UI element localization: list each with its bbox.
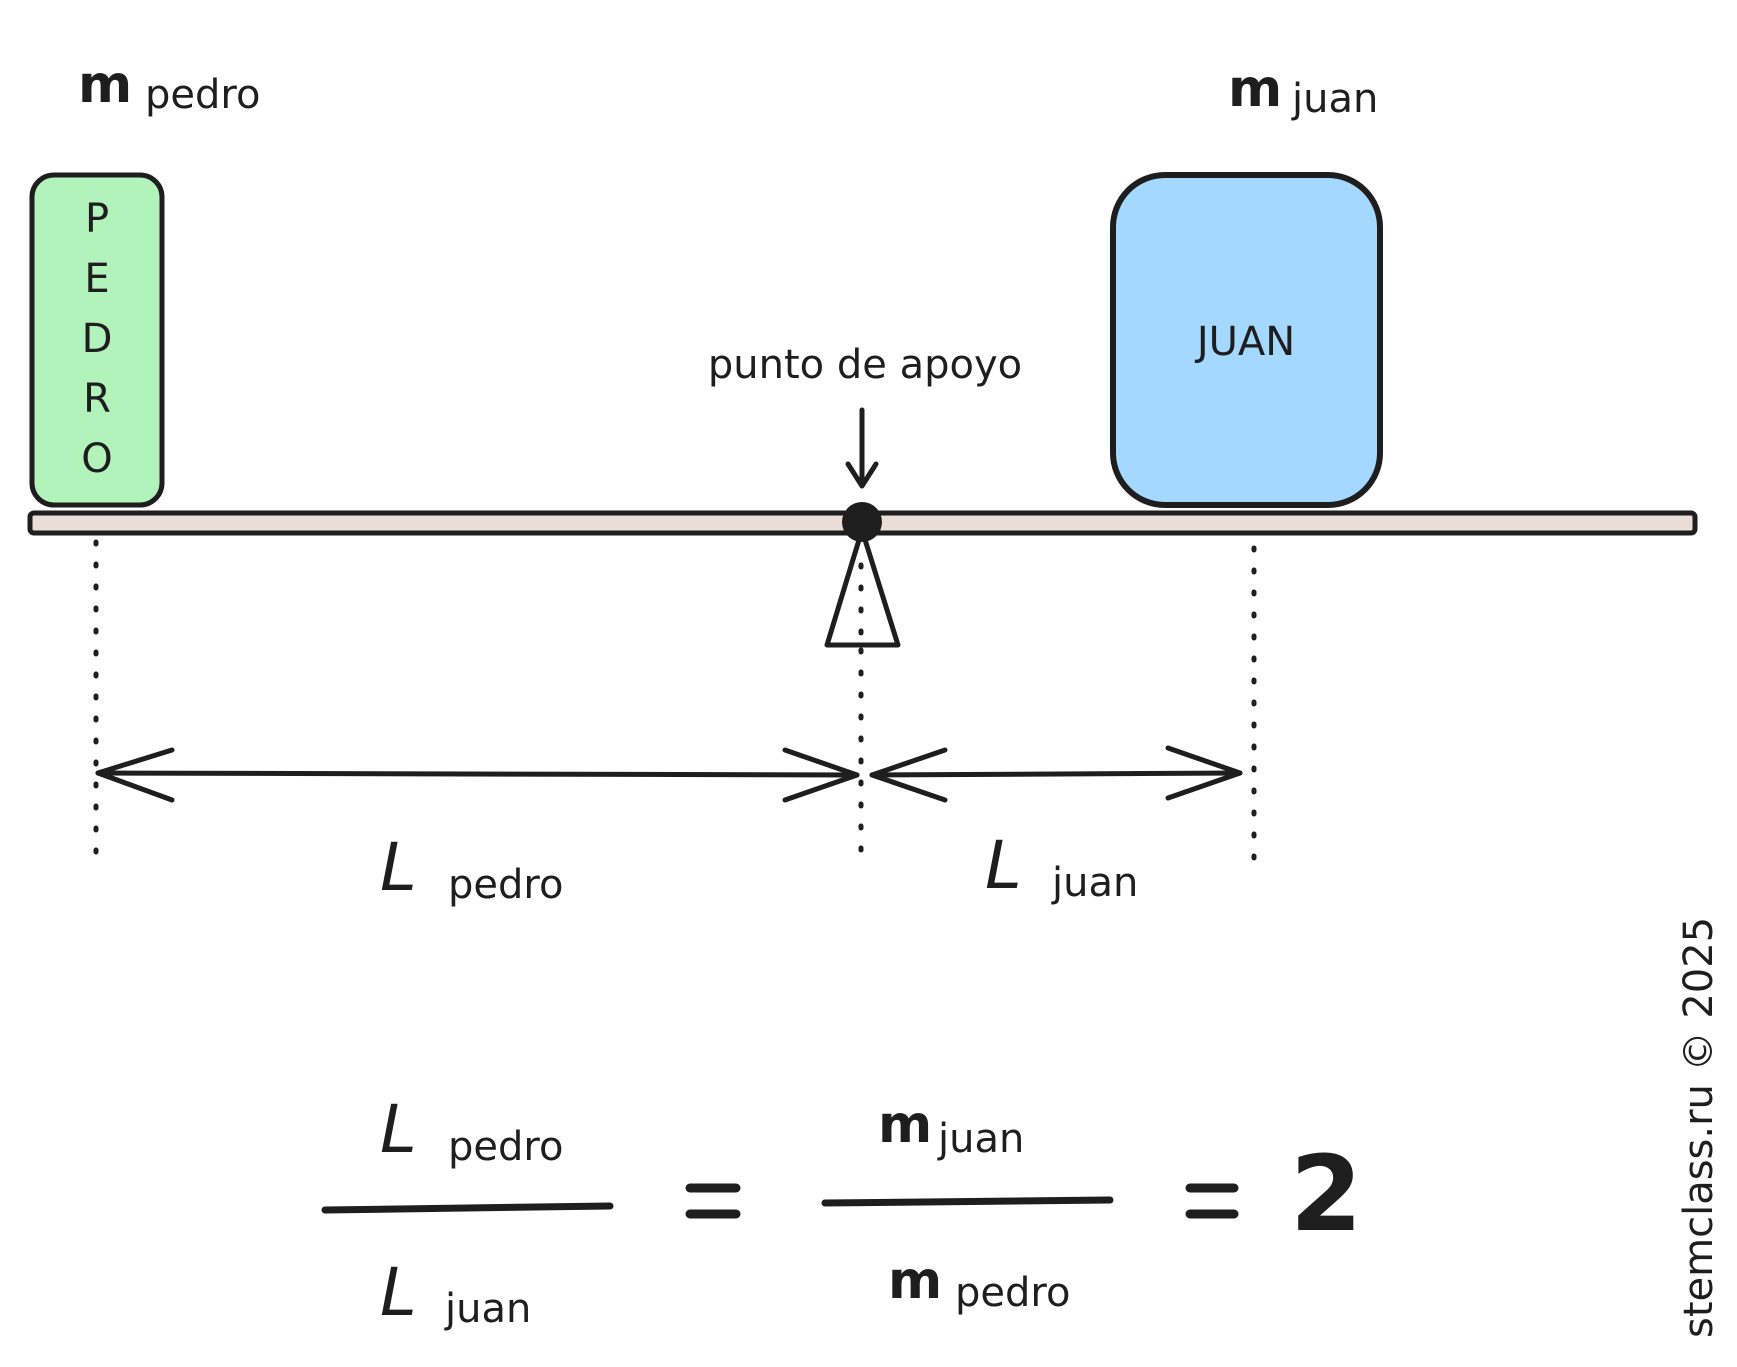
copyright-note: stemclass.ru © 2025 [1676,917,1722,1338]
m-symbol: m [878,1095,932,1155]
L-juan-label: L juan [985,827,1138,906]
juan-subscript: juan [1051,860,1138,906]
m-symbol: m [888,1251,942,1311]
L-symbol: L [985,827,1022,904]
ratio-value: 2 [1290,1133,1362,1255]
pedro-box: P E D R O [29,172,165,508]
equals-sign [1185,1183,1239,1219]
pedro-mass-label: m pedro [78,55,260,118]
equals-sign [685,1183,741,1219]
m-symbol: m [78,55,132,115]
pivot-point [842,502,882,542]
length-fraction: L pedro L juan [321,1091,614,1332]
pedro-box-shape [29,172,165,508]
pedro-subscript: pedro [448,1124,563,1170]
juan-box-label: JUAN [1194,319,1295,365]
juan-box: JUAN [1110,172,1383,508]
m-symbol: m [1228,59,1282,119]
L-symbol: L [380,1091,417,1168]
pedro-subscript: pedro [145,72,260,118]
juan-distance-arrow [869,745,1243,803]
mass-fraction: m juan m pedro [821,1095,1114,1316]
juan-subscript: juan [1291,76,1378,122]
pedro-letter: P [85,196,109,242]
juan-subscript: juan [444,1286,531,1332]
fraction-bar [821,1196,1114,1207]
pedro-distance-arrow [95,747,860,803]
pedro-letter: O [81,436,112,482]
pedro-letter: D [82,316,113,362]
ratio-equation: L pedro L juan m juan m pedro 2 [321,1091,1362,1332]
pedro-subscript: pedro [448,862,563,908]
pedro-subscript: pedro [955,1270,1070,1316]
juan-box-shape [1110,172,1383,508]
L-symbol: L [380,829,417,906]
guide-lines [93,539,1257,873]
juan-mass-label: m juan [1228,59,1378,122]
fraction-bar [321,1202,614,1214]
fulcrum-caption: punto de apoyo [708,342,1022,388]
pedro-letter: R [83,376,111,422]
L-pedro-label: L pedro [380,829,563,908]
L-symbol: L [380,1254,417,1331]
pedro-letter: E [84,256,109,302]
fulcrum-pointer-arrow [845,407,879,489]
juan-subscript: juan [937,1116,1024,1162]
